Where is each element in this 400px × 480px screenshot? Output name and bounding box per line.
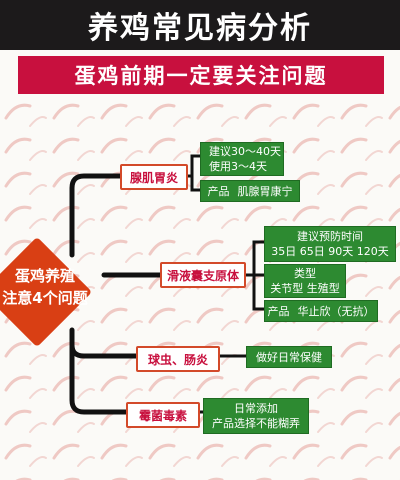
leaf-line: 做好日常保健 [256, 350, 322, 364]
leaf-line: 35日 65日 90天 120天 [271, 245, 389, 258]
leaf-line: 建议30～40天 [209, 145, 281, 158]
branch-label: 滑液囊支原体 [166, 268, 239, 283]
leaf-product: 产品 华止欣（无抗） [264, 300, 378, 322]
branch-mycotoxins: 霉菌毒素 [126, 402, 200, 428]
leaf-part: 华止欣（无抗） [297, 304, 375, 318]
leaf-part: 产品 [267, 304, 290, 318]
leaf-usage-timing: 建议30～40天 使用3～4天 [200, 142, 284, 176]
subtitle-banner: 蛋鸡前期一定要关注问题 [18, 56, 384, 94]
branch-mycoplasma-synoviae: 滑液囊支原体 [160, 262, 246, 288]
leaf-line: 类型 [294, 267, 316, 280]
leaf-line: 使用3～4天 [209, 160, 267, 173]
leaf-prevention-schedule: 建议预防时间 35日 65日 90天 120天 [264, 226, 396, 262]
branch-glandular-gastritis: 腺肌胃炎 [120, 164, 188, 190]
root-label: 蛋鸡养殖 注意4个问题 [0, 265, 100, 309]
branch-label: 腺肌胃炎 [129, 170, 178, 185]
leaf-line: 建议预防时间 [297, 230, 363, 243]
page-title: 养鸡常见病分析 [0, 0, 400, 50]
leaf-line: 产品选择不能糊弄 [212, 417, 300, 430]
leaf-daily-additive: 日常添加 产品选择不能糊弄 [203, 398, 309, 434]
leaf-line: 日常添加 [234, 402, 278, 415]
root-node: 蛋鸡养殖 注意4个问题 [0, 235, 106, 351]
leaf-product: 产品 肌腺胃康宁 [200, 180, 300, 202]
leaf-part: 产品 [207, 184, 230, 198]
leaf-daily-care: 做好日常保健 [246, 346, 332, 368]
root-label-line1: 蛋鸡养殖 [14, 267, 75, 285]
leaf-types: 类型 关节型 生殖型 [264, 264, 346, 298]
leaf-part: 肌腺胃康宁 [237, 184, 293, 198]
branch-coccidiosis-enteritis: 球虫、肠炎 [136, 346, 220, 372]
branch-label: 霉菌毒素 [138, 408, 187, 423]
leaf-line: 关节型 生殖型 [270, 282, 340, 295]
root-label-line2: 注意4个问题 [2, 289, 88, 307]
branch-label: 球虫、肠炎 [147, 352, 208, 367]
